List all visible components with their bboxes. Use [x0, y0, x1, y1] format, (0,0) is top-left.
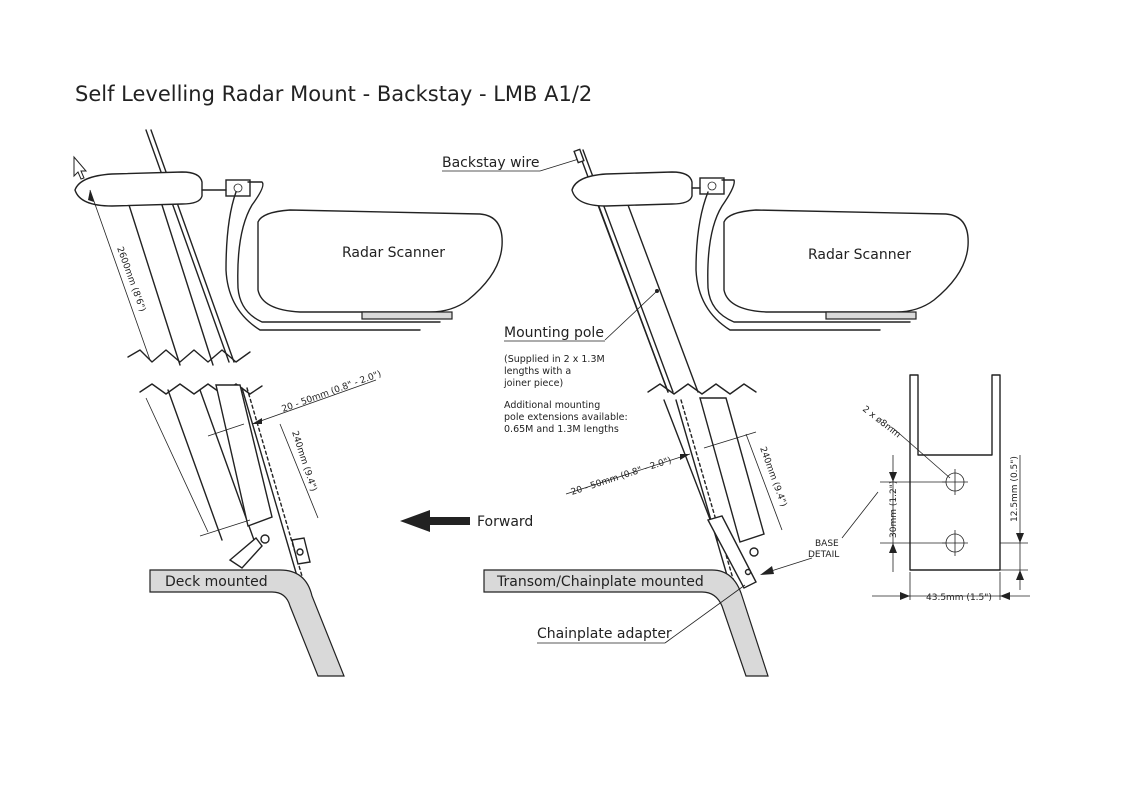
pole-upper-left: [128, 204, 181, 366]
lower-tube-right: [699, 397, 765, 543]
pole-note-line-2: lengths with a: [504, 366, 571, 377]
page-title: Self Levelling Radar Mount - Backstay - …: [75, 82, 592, 106]
radar-scanner-left: [257, 209, 503, 313]
pole-height-dimension: 2600mm (8'6"): [114, 246, 147, 314]
radar-base-plate-right: [825, 311, 917, 320]
backstay-wire-lower-left: [241, 387, 305, 601]
break-line-upper-left: [127, 349, 251, 363]
forward-arrow-icon: [400, 510, 470, 532]
hole-spacing-dimension: 30mm (1.2"): [889, 481, 899, 538]
base-width-dimension: 43.5mm (1.5"): [926, 593, 992, 603]
dim-line-gap-left: [251, 379, 377, 425]
forward-indicator: Forward: [400, 510, 533, 532]
base-detail: 2 x ø8mm 30mm (1.2") 12.5mm (0.5") 43.5m…: [760, 374, 1030, 603]
gap-dimension-left: 20 - 50mm (0.8" - 2.0"): [281, 369, 383, 414]
swivel-top-left: [74, 171, 203, 207]
radar-base-plate-left: [361, 311, 453, 320]
pole-note-line-3: joiner piece): [503, 378, 563, 389]
dim-line-gap-right: [565, 453, 691, 495]
pole-note-line-1: (Supplied in 2 x 1.3M: [504, 354, 605, 365]
deck-left: [149, 569, 345, 677]
radar-arm-left: [237, 181, 441, 323]
base-detail-arrow-icon: [760, 566, 774, 575]
pole-upper-right: [597, 204, 669, 393]
left-assembly: Radar Scanner Deck mounted 2600mm (8'6")…: [74, 129, 503, 677]
right-assembly: Backstay wire Radar Scanner Mounting pol…: [442, 148, 969, 677]
backstay-wire-upper-left: [145, 129, 230, 363]
pole-lower-left: [167, 389, 223, 541]
gap-dimension-right: 20 - 50mm (0.8" - 2.0"): [570, 456, 673, 498]
holes-dimension: 2 x ø8mm: [860, 404, 902, 440]
backstay-wire-label: Backstay wire: [442, 155, 540, 171]
deck-mounted-label: Deck mounted: [165, 574, 268, 590]
chainplate-adapter: [706, 515, 757, 589]
cursor-icon: [73, 155, 88, 180]
forward-label: Forward: [477, 514, 533, 530]
transom-mounted-label: Transom/Chainplate mounted: [496, 574, 704, 590]
base-detail-label-1: BASE: [815, 539, 839, 549]
transom-deck-right: [483, 569, 769, 677]
extension-note-line-2: pole extensions available:: [504, 412, 628, 423]
dim-line-length-left: [279, 423, 319, 519]
base-plate-outline: [909, 374, 1001, 571]
base-detail-label-2: DETAIL: [808, 550, 839, 560]
dim-line-height: [89, 189, 151, 361]
chainplate-adapter-label: Chainplate adapter: [537, 626, 672, 642]
swivel-top-right: [571, 171, 693, 207]
lower-tube-left: [215, 384, 273, 527]
dim-line-length-right: [745, 433, 783, 531]
edge-offset-dimension: 12.5mm (0.5"): [1010, 456, 1020, 522]
radar-scanner-label-right: Radar Scanner: [808, 247, 911, 263]
pole-lower-right: [663, 399, 719, 541]
extension-note-line-3: 0.65M and 1.3M lengths: [504, 424, 619, 435]
base-hinge-left: [228, 536, 263, 569]
radar-arm-right: [707, 179, 911, 323]
radar-scanner-label-left: Radar Scanner: [342, 245, 445, 261]
radar-scanner-right: [723, 209, 969, 313]
break-line-right: [647, 383, 757, 395]
mounting-pole-label: Mounting pole: [504, 325, 604, 341]
extension-note-line-1: Additional mounting: [504, 400, 600, 411]
